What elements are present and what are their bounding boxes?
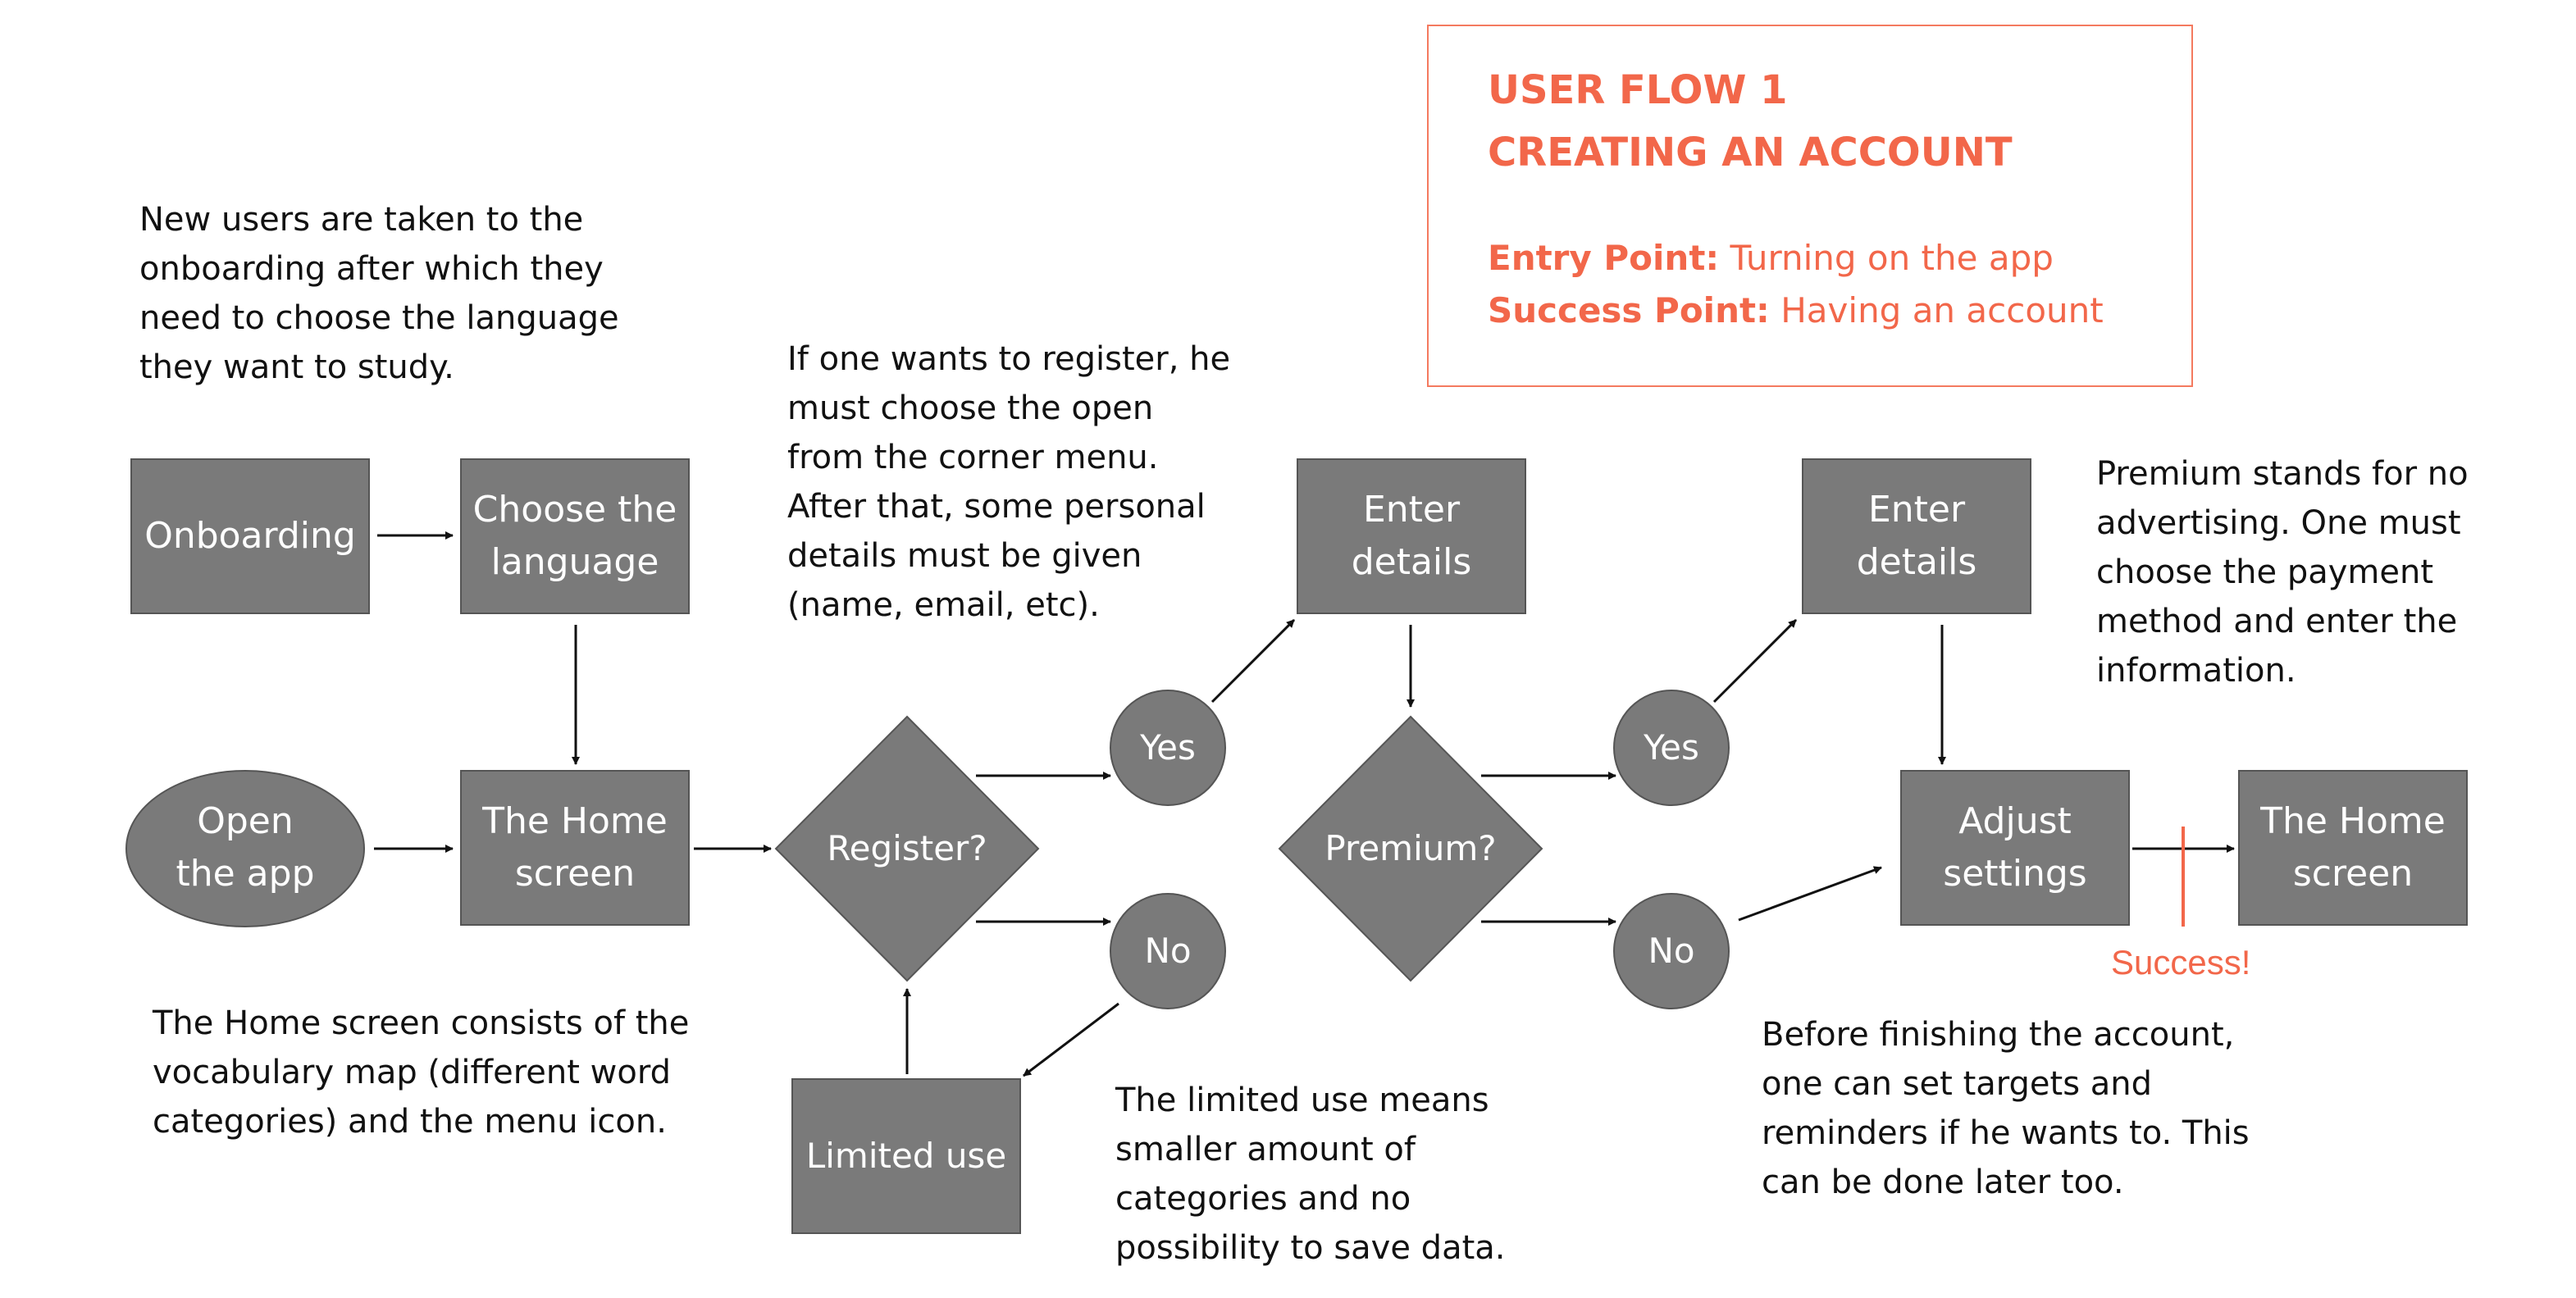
node-label: The Home [2259,800,2446,842]
node-premium-no: No [1613,893,1730,1009]
node-enter-details-2: Enter details [1802,458,2031,614]
node-label: The Home [481,800,668,842]
success-label: Success! [2111,943,2251,981]
note-line: details must be given [787,537,1142,575]
note-line: Premium stands for no [2096,455,2469,493]
node-label: settings [1943,853,2086,895]
entry-point-label: Entry Point: [1488,238,1720,278]
node-open-app: Open the app [125,770,365,927]
node-label: Open [197,800,294,842]
node-label: Yes [1139,727,1196,767]
limited-use-note: The limited use means smaller amount of … [1115,1076,1506,1273]
node-premium-decision: Premium? [1278,715,1543,982]
node-home-screen-final: The Home screen [2238,770,2468,926]
node-label: Enter [1363,489,1461,531]
note-line: choose the payment [2096,553,2433,591]
note-line: from the corner menu. [787,439,1159,476]
note-line: they want to study. [139,348,454,386]
note-line: need to choose the language [139,299,619,337]
note-line: vocabulary map (different word [153,1054,671,1091]
flow-title-box: USER FLOW 1 CREATING AN ACCOUNT Entry Po… [1427,25,2193,387]
note-line: The limited use means [1115,1082,1489,1119]
connectors [374,531,2235,1077]
arrow-no-to-limited-use [1023,1002,1119,1077]
adjust-settings-note: Before finishing the account, one can se… [1762,1010,2250,1207]
flow-title-line-1: USER FLOW 1 [1488,67,1788,113]
note-line: categories and no [1115,1180,1411,1218]
node-register-yes: Yes [1110,690,1226,806]
node-label: the app [176,853,314,895]
node-onboarding: Onboarding [130,458,370,614]
note-line: Before finishing the account, [1762,1016,2235,1054]
node-label: No [1648,931,1694,971]
node-label: No [1144,931,1191,971]
node-label: details [1857,541,1977,583]
node-label: Limited use [806,1136,1006,1176]
node-label: screen [2293,853,2413,895]
register-note: If one wants to register, he must choose… [787,335,1230,630]
note-line: reminders if he wants to. This [1762,1114,2250,1152]
node-register-no: No [1110,893,1226,1009]
success-point-value: Having an account [1780,290,2104,330]
home-screen-note: The Home screen consists of the vocabula… [153,999,689,1146]
node-label: Premium? [1324,828,1496,868]
note-line: possibility to save data. [1115,1229,1506,1267]
note-line: smaller amount of [1115,1131,1416,1168]
node-home-screen: The Home screen [460,770,690,926]
node-label: details [1352,541,1472,583]
node-label: Onboarding [144,515,356,557]
node-adjust-settings: Adjust settings [1900,770,2130,926]
node-label: screen [515,853,635,895]
node-label: Enter [1868,489,1966,531]
node-premium-yes: Yes [1613,690,1730,806]
entry-point: Entry Point: Turning on the app [1488,238,2054,278]
success-point: Success Point: Having an account [1488,290,2104,330]
node-register-decision: Register? [774,715,1040,982]
node-label: Yes [1643,727,1699,767]
note-line: New users are taken to the [139,201,584,239]
onboarding-note: New users are taken to the onboarding af… [139,195,619,392]
node-label: language [491,541,659,583]
note-line: After that, some personal [787,488,1206,526]
node-label: Adjust [1958,800,2072,842]
note-line: one can set targets and [1762,1065,2152,1103]
node-enter-details: Enter details [1297,458,1526,614]
node-limited-use: Limited use [791,1078,1021,1234]
note-line: The Home screen consists of the [153,1004,690,1042]
note-line: can be done later too. [1762,1164,2124,1201]
note-line: onboarding after which they [139,250,604,288]
premium-note: Premium stands for no advertising. One m… [2096,449,2469,695]
arrow-no-to-adjust-settings [1738,866,1882,922]
flow-title-line-2: CREATING AN ACCOUNT [1488,130,2013,175]
note-line: (name, email, etc). [787,586,1100,624]
note-line: must choose the open [787,389,1154,427]
entry-point-value: Turning on the app [1730,238,2054,278]
success-point-label: Success Point: [1488,290,1770,330]
arrow-yes-to-enter-details [1210,618,1296,704]
note-line: If one wants to register, he [787,340,1231,378]
node-label: Register? [827,828,987,868]
node-choose-language: Choose the language [460,458,690,614]
node-label: Choose the [473,489,677,531]
arrow-yes-to-enter-details-2 [1712,618,1798,704]
note-line: advertising. One must [2096,504,2461,542]
note-line: categories) and the menu icon. [153,1103,667,1141]
note-line: information. [2096,652,2296,690]
note-line: method and enter the [2096,603,2458,640]
